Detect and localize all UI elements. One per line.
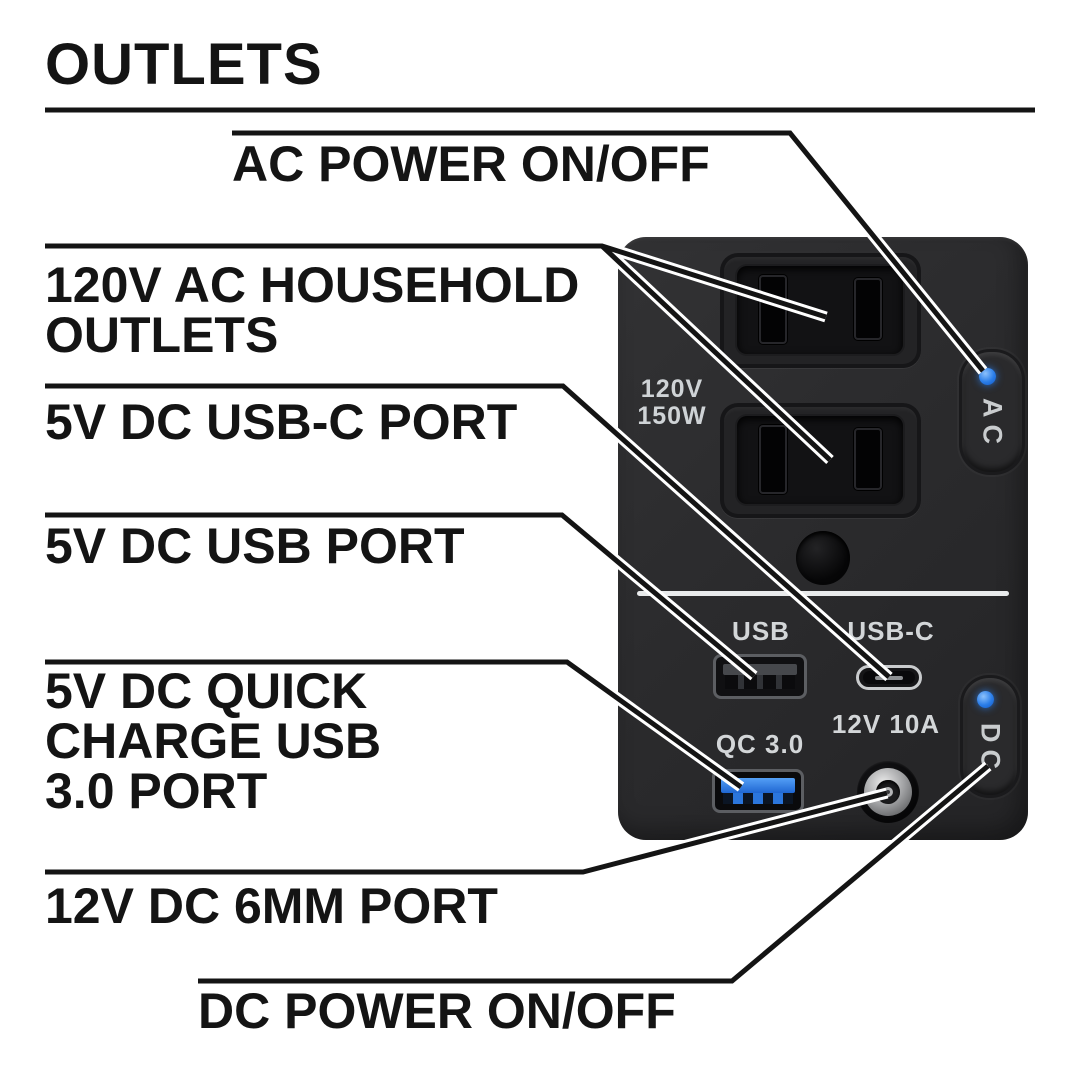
ac-power-button: AC: [962, 352, 1022, 472]
page-title: OUTLETS: [45, 32, 323, 97]
dc-button-label: DC: [975, 723, 1006, 776]
callout-label-qc-line1: 5V DC QUICK: [45, 663, 368, 719]
qc-usb-port: [712, 769, 804, 813]
usbc-inner: [863, 671, 915, 684]
barrel-ring: [864, 768, 912, 816]
outlet-slot-neutral: [759, 275, 787, 344]
device-panel: 120V 150W USB USB-C 12V 10A QC 3.0: [618, 237, 1028, 840]
dc-power-led: [977, 691, 994, 708]
callout-label-ac-power: AC POWER ON/OFF: [232, 136, 710, 192]
barrel-pin-hole: [886, 790, 890, 794]
usbc-port-label: USB-C: [847, 616, 935, 646]
qc-tongue: [721, 778, 795, 793]
callout-label-dc-6mm-port: 12V DC 6MM PORT: [45, 878, 498, 934]
ac-outlet-bottom: [720, 403, 921, 518]
usb-contacts: [725, 675, 795, 689]
power-rating-watts: 150W: [637, 402, 707, 430]
power-rating-voltage: 120V: [640, 375, 704, 403]
dc-output-label: 12V 10A: [831, 709, 941, 739]
usb-port-label: USB: [732, 616, 790, 646]
callout-label-household-line2: OUTLETS: [45, 307, 279, 363]
usbc-contacts: [875, 675, 903, 680]
ac-power-led: [979, 368, 996, 385]
ground-hole: [796, 531, 850, 585]
usb-a-port: [713, 654, 807, 699]
callout-label-household-line1: 120V AC HOUSEHOLD: [45, 257, 580, 313]
dc-power-button: DC: [963, 678, 1017, 795]
dc-barrel-port: [857, 761, 919, 823]
outlet-slot-neutral: [759, 425, 787, 494]
barrel-pin: [883, 787, 893, 797]
callout-label-usb-port: 5V DC USB PORT: [45, 518, 465, 574]
callout-label-qc-line3: 3.0 PORT: [45, 763, 268, 819]
power-rating: 120V 150W: [632, 376, 712, 430]
ac-button-label: AC: [977, 398, 1008, 451]
callout-label-usbc-port: 5V DC USB-C PORT: [45, 394, 518, 450]
qc-contacts: [723, 793, 793, 804]
outlet-face: [737, 266, 903, 354]
outlet-face: [737, 416, 903, 504]
outlet-slot-hot: [854, 278, 882, 340]
outlet-slot-hot: [854, 428, 882, 490]
section-divider: [637, 591, 1009, 596]
ac-outlet-top: [720, 253, 921, 368]
callout-label-qc-line2: CHARGE USB: [45, 713, 382, 769]
callout-label-dc-power: DC POWER ON/OFF: [198, 983, 676, 1039]
usbc-port: [856, 665, 922, 690]
usb-tongue: [723, 664, 797, 675]
barrel-inner: [876, 780, 900, 804]
qc-port-label: QC 3.0: [715, 729, 805, 759]
